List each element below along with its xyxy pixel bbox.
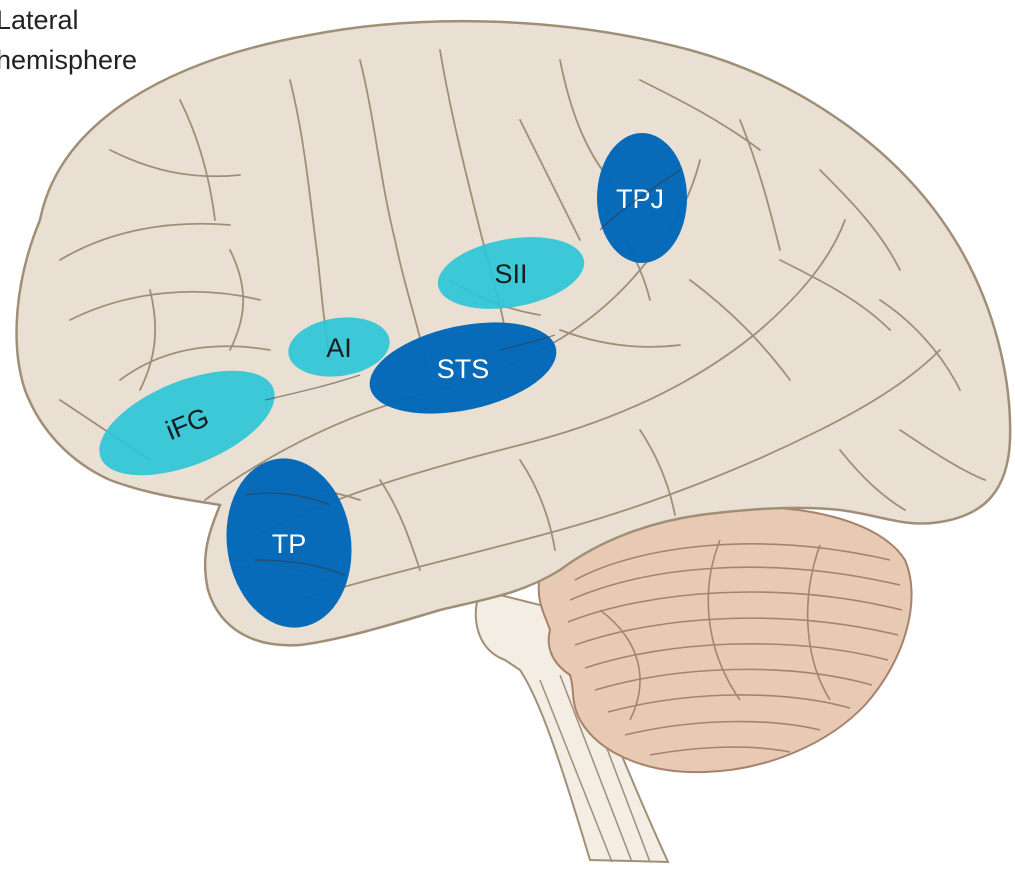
caption-line-1: Lateral xyxy=(0,0,137,40)
region-tpj: TPJ xyxy=(597,133,687,263)
region-label-sii: SII xyxy=(494,259,527,289)
region-label-sts: STS xyxy=(437,354,490,384)
caption-line-2: hemisphere xyxy=(0,40,137,80)
caption: Lateral hemisphere xyxy=(0,0,137,80)
region-label-tp: TP xyxy=(272,529,307,559)
region-label-ai: AI xyxy=(326,333,352,363)
